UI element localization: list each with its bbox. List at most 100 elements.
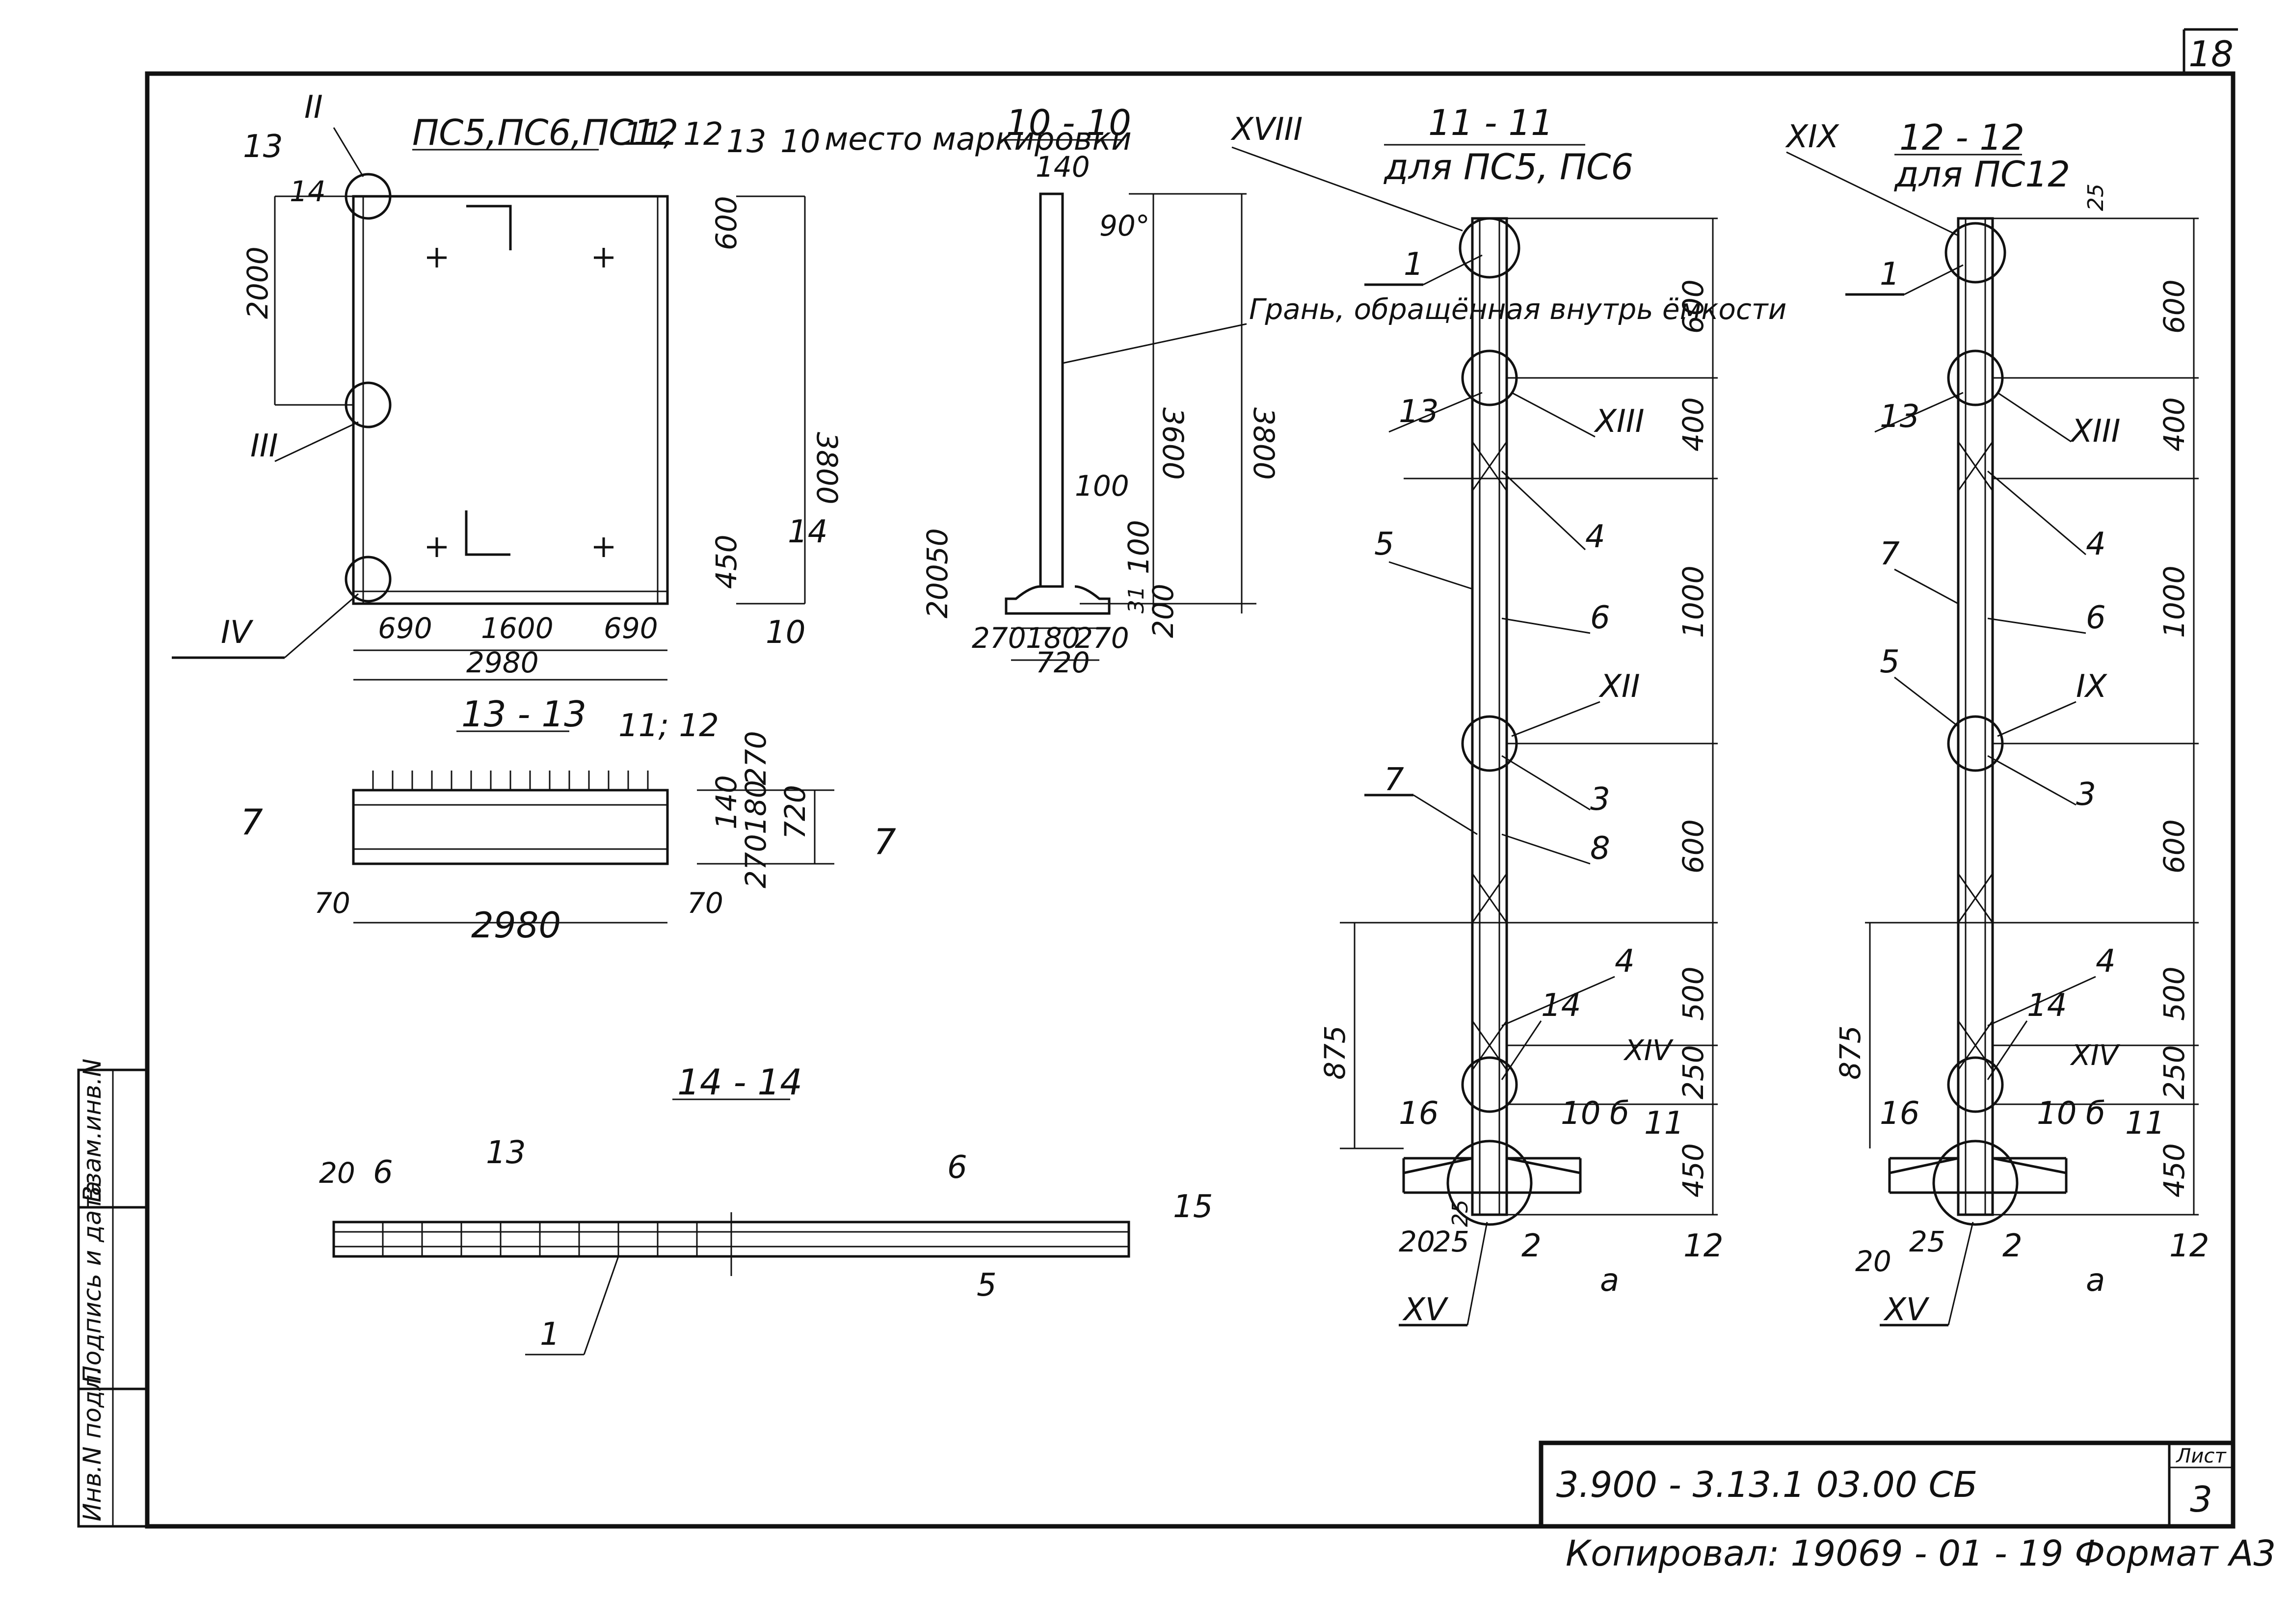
sec12-dim-600a: 600 (2157, 279, 2191, 334)
sec10-dim-3800: 3800 (1247, 407, 1280, 480)
sec14-p6b: 6 (947, 1149, 967, 1186)
node-iv-label: IV (221, 614, 254, 651)
sec12-subtitle: для ПС12 (1893, 154, 2070, 195)
sec10-dim-200b: 200 (1146, 584, 1180, 638)
sec12-node-xiii: XIII (2070, 413, 2120, 450)
sec11-p1: 1 (1404, 246, 1424, 283)
sec10-note: Грань, обращённая внутрь ёмкости (1249, 293, 1786, 326)
node-ii-label: II (304, 89, 323, 126)
sec12-dim-450: 450 (2157, 1143, 2191, 1198)
sec13-dim-180: 180 (739, 780, 772, 834)
sec14-p13: 13 (486, 1135, 526, 1171)
sec13-dim-70b: 70 (687, 886, 723, 920)
sec12-node-xv: XV (1883, 1292, 1930, 1328)
cut-10-bottom: 10 (766, 614, 805, 651)
section-12-12: 12 - 12 для ПС12 XIX 25 600 400 1000 600… (1785, 117, 2209, 1328)
sec14-p15: 15 (1173, 1189, 1213, 1225)
sec11-dim-400: 400 (1677, 397, 1710, 452)
cut-11-12: 11, 12 (623, 116, 723, 153)
stamp-replace: Взам.инв.N (78, 1059, 107, 1202)
sec12-p2: 2 (2002, 1228, 2023, 1264)
sec11-p6: 6 (1590, 600, 1610, 636)
sec11-p20: 20 (1399, 1225, 1435, 1258)
sec12-circle-xv (1932, 1140, 2019, 1226)
section-10-10: 10 - 10 3600 3800 140 90° 100 100 50 200… (921, 102, 1786, 679)
sec13-dim-70a: 70 (314, 886, 350, 920)
front-view: 2000 3800 600 450 690 1600 690 2980 14 П… (172, 89, 1132, 744)
sheet-no: 3 (2190, 1479, 2212, 1520)
sec11-p4b: 4 (1615, 943, 1635, 980)
sheet-frame (145, 71, 2236, 1529)
sec13-cut-left: 7 (240, 801, 263, 843)
sec11-p12: 12 (1683, 1228, 1723, 1264)
sec12-p11: 11 (2125, 1105, 2165, 1142)
sec11-p3: 3 (1590, 781, 1610, 818)
sec11-p14: 14 (1541, 987, 1581, 1024)
sec13-dim-270a: 270 (739, 731, 772, 785)
sec12-circle-xiv (1947, 1056, 2004, 1113)
sec11-dim-250: 250 (1677, 1045, 1710, 1099)
sec12-node-xix: XIX (1785, 119, 1839, 155)
front-dim-3800: 3800 (810, 432, 844, 505)
sec12-p14: 14 (2027, 987, 2067, 1024)
sec10-dim-180: 180 (1026, 621, 1080, 655)
sec12-dim-600b: 600 (2157, 819, 2191, 874)
sec12-p16: 16 (1880, 1095, 1919, 1132)
cut-10: 10 (780, 124, 820, 160)
sec12-node-ix: IX (2076, 668, 2107, 705)
sec11-dim-875: 875 (1318, 1025, 1352, 1080)
sec11-p4a: 4 (1585, 519, 1605, 555)
left-stamp: Инв.N подл. Подпись и дата Взам.инв.N (77, 1059, 149, 1528)
sec12-dim-875: 875 (1834, 1025, 1867, 1080)
sec13-dim-2980: 2980 (471, 905, 561, 946)
sec11-p13: 13 (1399, 394, 1438, 430)
sec12-p5: 5 (1880, 644, 1900, 680)
sec11-node-xiv: XIV (1623, 1034, 1674, 1067)
sec12-p12: 12 (2169, 1228, 2209, 1264)
node-circle-iv (345, 556, 392, 603)
sec11-p11: 11 (1644, 1105, 1684, 1142)
sec10-dim-140: 140 (1036, 150, 1090, 184)
sec11-p7: 7 (1384, 762, 1404, 798)
sec14-p20: 20 (319, 1156, 355, 1190)
sec11-title: 11 - 11 (1428, 102, 1553, 143)
stamp-sign: Подпись и дата (78, 1181, 107, 1384)
sec13-dim-140: 140 (710, 775, 743, 829)
sec12-dim-25: 25 (2083, 184, 2108, 211)
sec12-p4a: 4 (2086, 526, 2106, 562)
sec12-circle-xix (1944, 222, 2006, 284)
front-dim-14: 14 (290, 175, 326, 208)
sec10-dim-31: 31 (1124, 586, 1149, 613)
sec12-title: 12 - 12 (1899, 117, 2024, 158)
sec11-dim-500: 500 (1677, 966, 1710, 1021)
sec13-cut-right: 7 (874, 821, 896, 862)
stamp-inv: Инв.N подл. (78, 1367, 107, 1521)
sec10-dim-100b: 100 (1122, 520, 1155, 574)
sec10-title: 10 - 10 (1006, 102, 1131, 143)
sec11-subtitle: для ПС5, ПС6 (1383, 146, 1633, 187)
sec12-node-xiv: XIV (2070, 1038, 2121, 1072)
sec14-p5: 5 (977, 1267, 997, 1304)
sec11-circle-xv (1446, 1140, 1533, 1226)
sheet-label: Лист (2175, 1445, 2227, 1467)
sec10-dim-100a: 100 (1075, 469, 1129, 503)
sec14-p6a: 6 (373, 1154, 393, 1191)
sec12-p20: 20 (1855, 1245, 1891, 1278)
front-dim-600: 600 (710, 196, 743, 250)
sec12-p1: 1 (1880, 256, 1900, 293)
section-14-14: 14 - 14 20 6 13 6 15 5 1 (319, 1062, 1213, 1356)
cut-13-right: 13 (726, 124, 766, 160)
node-iii-label: III (250, 428, 278, 464)
sec11-dim-600b: 600 (1677, 819, 1710, 874)
front-dim-450: 450 (710, 534, 743, 589)
title-block: 3.900 - 3.13.1 03.00 СБ Лист 3 (1539, 1440, 2236, 1529)
footer-copy: Копировал: 19069 - 01 - 19 Формат A3 (1566, 1533, 2276, 1574)
sec11-p8: 8 (1590, 830, 1610, 867)
sec14-p1: 1 (540, 1316, 560, 1353)
sec12-dim-1000: 1000 (2157, 565, 2191, 638)
sec10-dim-90: 90° (1099, 209, 1150, 242)
front-dim-690a: 690 (378, 612, 432, 645)
cut-14: 14 (788, 514, 827, 550)
front-title: ПС5,ПС6,ПС12 (412, 112, 678, 153)
